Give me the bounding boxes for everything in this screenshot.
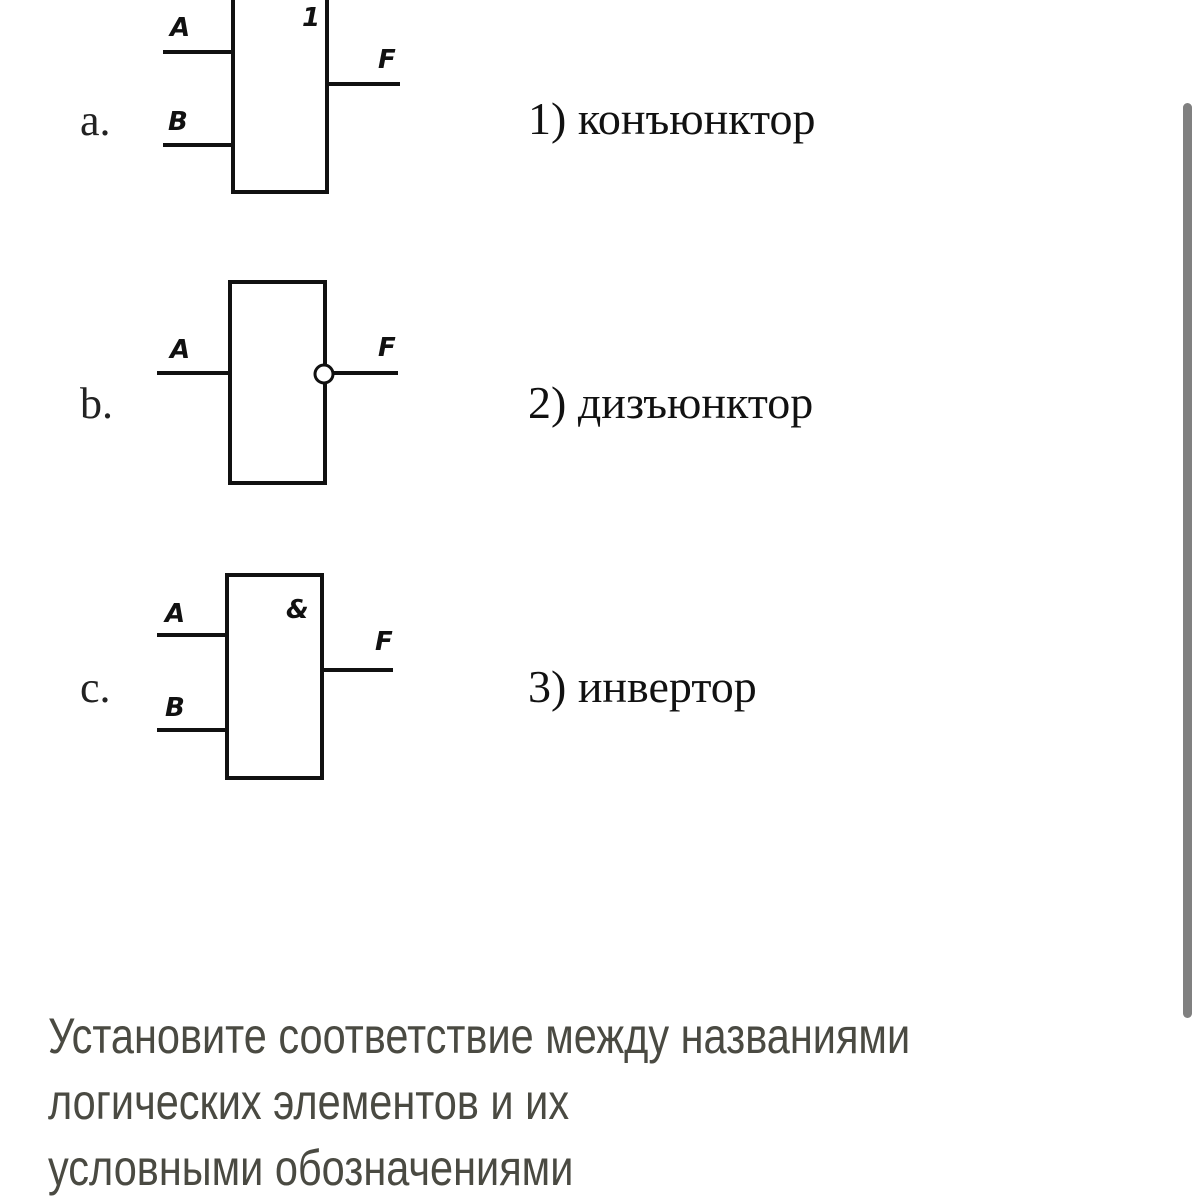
output-label: F <box>378 45 396 75</box>
gate-symbol-and: & <box>286 595 309 625</box>
gate-symbol-or: 1 <box>302 3 320 33</box>
question-text: Установите соответствие между названиями… <box>48 1003 1044 1201</box>
input-label-b: B <box>168 107 188 137</box>
scrollbar[interactable] <box>1183 103 1192 1018</box>
gate-b-symbol <box>157 280 398 485</box>
row-label-b: b. <box>80 379 113 428</box>
name-option-3: 3) инвертор <box>528 661 757 712</box>
gate-c-symbol <box>157 573 393 780</box>
name-option-1: 1) конъюнктор <box>528 93 815 144</box>
logic-gates-diagram: a. A B F 1 b. A F c. A B F & 1) конъюнкт… <box>80 0 815 780</box>
input-label-a: A <box>163 599 185 629</box>
question-line: Установите соответствие между названиями <box>48 1008 911 1064</box>
row-label-a: a. <box>80 96 111 145</box>
gate-a-symbol <box>163 0 400 194</box>
input-label-a: A <box>168 335 190 365</box>
name-option-2: 2) дизъюнктор <box>528 377 813 428</box>
output-label: F <box>375 627 393 657</box>
output-label: F <box>378 333 396 363</box>
input-label-a: A <box>168 13 190 43</box>
row-label-c: c. <box>80 663 111 712</box>
question-line: логических элементов и их <box>48 1074 570 1130</box>
input-label-b: B <box>165 693 185 723</box>
question-line: условными обозначениями <box>48 1140 574 1196</box>
